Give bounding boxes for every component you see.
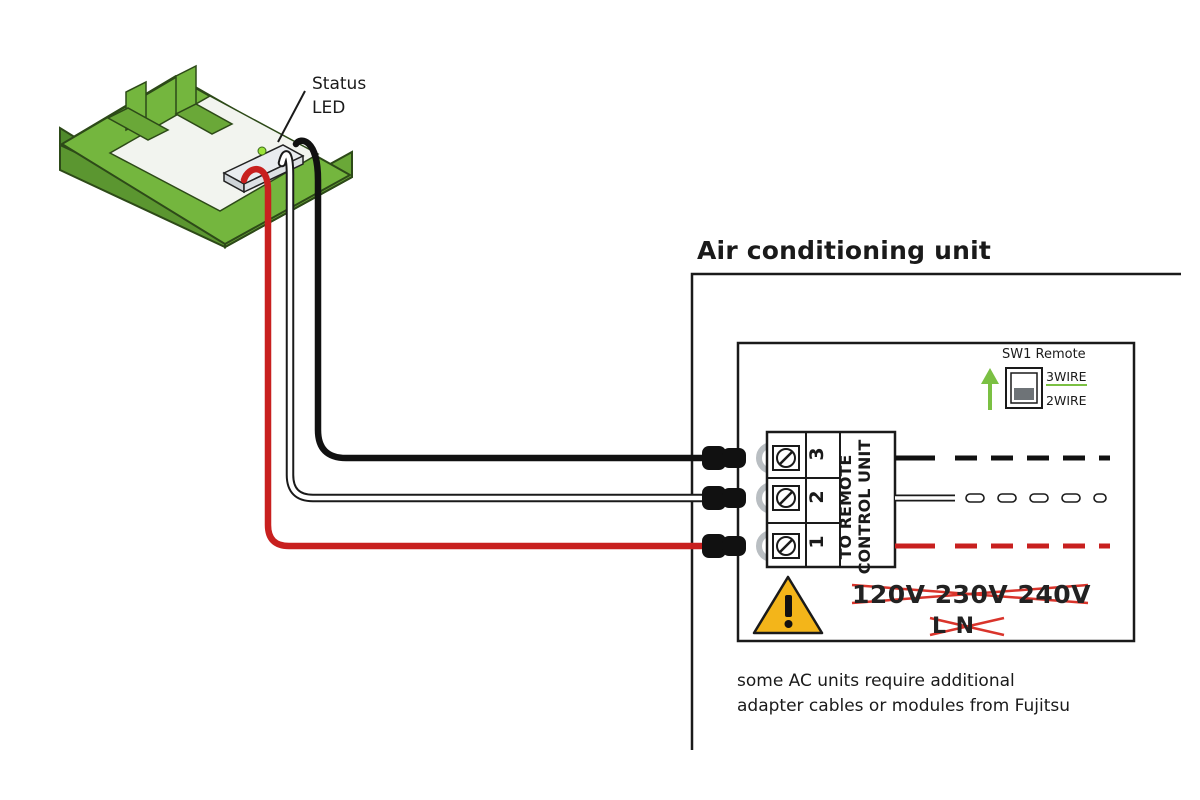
- wire-black: [292, 137, 712, 462]
- terminal-block-label: TO REMOTE CONTROL UNIT: [836, 432, 874, 582]
- adapter-note-line2: adapter cables or modules from Fujitsu: [737, 696, 1071, 716]
- controller-device: [59, 64, 353, 249]
- switch-option-2wire: 2WIRE: [1046, 393, 1087, 408]
- status-led-label-line2: LED: [312, 98, 346, 118]
- adapter-note-line1: some AC units require additional: [737, 671, 1015, 691]
- terminal-block-label-line1: TO REMOTE: [836, 454, 855, 560]
- adapter-note: some AC units require additional adapter…: [737, 669, 1070, 719]
- terminal-block: [765, 430, 897, 569]
- phase-label: L N: [932, 614, 976, 639]
- phase-crossout: [929, 616, 1005, 637]
- terminal-number-2: 2: [806, 490, 828, 504]
- voltage-label: 120V 230V 240V: [852, 580, 1092, 609]
- switch-option-3wire: 3WIRE: [1046, 369, 1087, 386]
- status-led-pointer: [277, 90, 306, 143]
- arrow-up-icon: [981, 368, 999, 410]
- wire-red: [240, 166, 712, 550]
- outgoing-lines: [895, 455, 1110, 549]
- status-led-label: Status LED: [312, 72, 366, 120]
- terminal-number-3: 3: [806, 447, 828, 461]
- crimp-connector-2: [702, 486, 746, 510]
- ac-unit-title: Air conditioning unit: [697, 236, 991, 265]
- warning-icon: [752, 575, 824, 635]
- terminal-block-label-line2: CONTROL UNIT: [855, 439, 874, 575]
- status-led-label-line1: Status: [312, 74, 367, 94]
- ac-unit-outline: [690, 272, 1181, 750]
- crimp-connector-1: [702, 534, 746, 558]
- voltage-crossout: [851, 583, 1089, 605]
- dip-switch: [1005, 367, 1043, 409]
- crimp-connector-3: [702, 446, 746, 470]
- switch-title: SW1 Remote: [1002, 347, 1086, 362]
- wire-white: [277, 150, 713, 503]
- terminal-number-1: 1: [806, 535, 828, 549]
